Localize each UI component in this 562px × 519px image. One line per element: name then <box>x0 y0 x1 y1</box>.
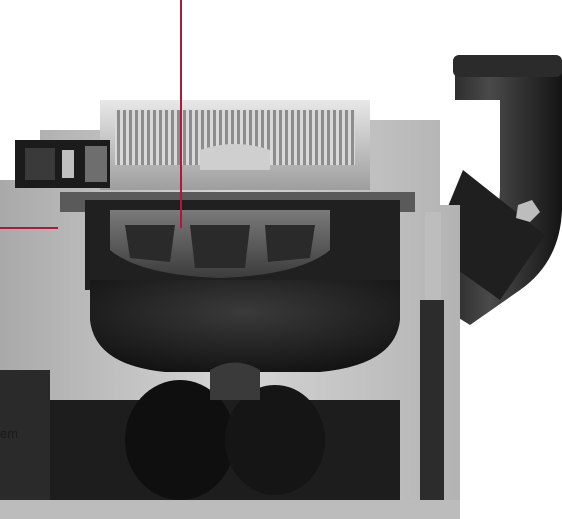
volute-cavity <box>90 280 400 372</box>
impeller-chamber <box>60 192 415 290</box>
lower-passage <box>0 362 460 519</box>
callout-lines <box>0 0 182 229</box>
inlet-port <box>15 140 110 188</box>
support-pin <box>420 212 444 519</box>
motor-fin-cover <box>100 100 370 190</box>
caption-fragment: em <box>0 426 19 441</box>
bolt-head <box>516 200 540 222</box>
